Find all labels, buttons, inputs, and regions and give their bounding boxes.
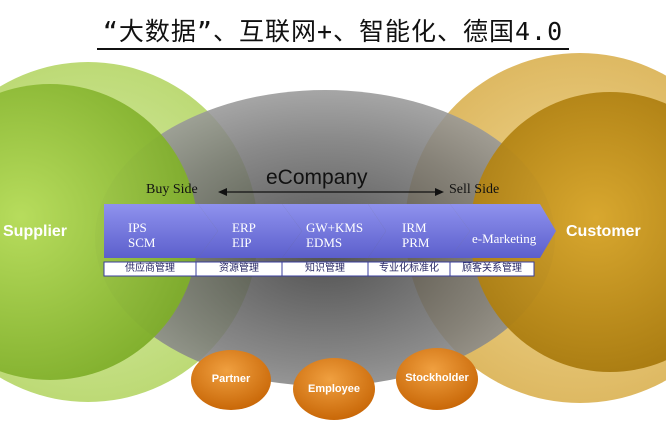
stage-chevron-5 [450,204,556,258]
stage-1-line1: IPS [128,220,147,235]
stage-chevron-1 [104,204,218,258]
stage-2-text: ERP EIP [232,220,256,250]
partner-label: Partner [211,373,251,385]
stage-3-line2: EDMS [306,235,343,250]
page-title-text: “大数据”、互联网+、智能化、德国4.0 [96,17,570,50]
stage-chevron-4 [368,204,470,258]
stage-4-line1: IRM [402,220,427,235]
stage-3-cn-label: 知识管理 [305,263,345,274]
stockholder-oval [396,348,478,410]
ecompany-label: eCompany [266,166,368,189]
stage-2-line1: ERP [232,220,256,235]
stage-5-cn-label: 顾客关系管理 [462,263,522,274]
employee-oval [293,358,375,420]
buy-side-label: Buy Side [146,182,198,197]
stockholder-label: Stockholder [405,372,469,384]
stage-5-text: e-Marketing [472,231,536,246]
supplier-label: Supplier [3,223,68,240]
sell-side-label: Sell Side [449,182,500,197]
stage-5-line1: e-Marketing [472,231,537,246]
stage-3-line1: GW+KMS [306,220,364,235]
stage-4-text: IRM PRM [402,220,429,250]
stage-1-line2: SCM [128,235,156,250]
process-chevrons [104,204,556,258]
stage-1-cn-label: 供应商管理 [125,263,175,274]
customer-circle [470,92,666,372]
buy-sell-arrow [218,188,444,196]
stage-2-cn-label: 资源管理 [219,263,259,274]
cn-label-strip [103,261,535,277]
stage-1-text: IPS SCM [128,220,155,250]
stage-chevron-2 [198,204,302,258]
customer-label: Customer [566,223,641,240]
stage-chevron-3 [282,204,386,258]
employee-label: Employee [308,383,360,395]
page-title: “大数据”、互联网+、智能化、德国4.0 [0,12,666,50]
stage-4-line2: PRM [402,235,430,250]
stage-3-text: GW+KMS EDMS [306,220,363,250]
stage-2-line2: EIP [232,235,252,250]
partner-oval [191,350,271,410]
supplier-circle [0,84,198,380]
stage-4-cn-label: 专业化标准化 [379,263,439,274]
